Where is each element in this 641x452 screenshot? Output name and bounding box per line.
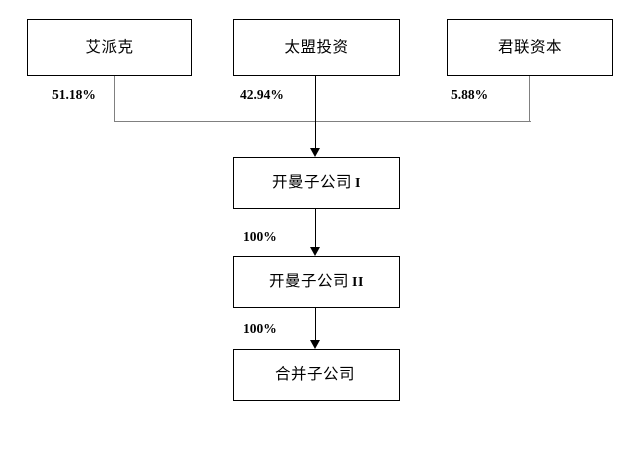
connector-trunk-to-cayman-1	[315, 76, 316, 152]
arrowhead-to-merger	[310, 340, 320, 349]
arrowhead-to-cayman-1	[310, 148, 320, 157]
node-label: 艾派克	[85, 38, 134, 56]
node-shareholder-apex[interactable]: 艾派克	[27, 19, 192, 76]
node-label-numeral: I	[355, 176, 361, 191]
arrowhead-to-cayman-2	[310, 247, 320, 256]
node-label-numeral	[355, 368, 358, 383]
node-label-text: 开曼子公司	[272, 174, 353, 191]
node-label-numeral: II	[352, 275, 364, 290]
connector-drop-apex	[114, 76, 115, 122]
ownership-label-legend: 5.88%	[451, 87, 489, 102]
node-label: 太盟投资	[284, 38, 349, 56]
node-shareholder-pag[interactable]: 太盟投资	[233, 19, 400, 76]
node-shareholder-legend[interactable]: 君联资本	[447, 19, 613, 76]
node-label-text: 合并子公司	[274, 366, 355, 383]
connector-horizontal-bus	[114, 121, 531, 122]
ownership-label-merger: 100%	[243, 321, 277, 336]
ownership-label-pag: 42.94%	[240, 87, 284, 102]
connector-drop-legend	[529, 76, 530, 122]
ownership-label-cayman-2: 100%	[243, 229, 277, 244]
node-label-text: 开曼子公司	[269, 273, 350, 290]
connector-cayman-2-to-merger	[315, 308, 316, 342]
ownership-label-apex: 51.18%	[52, 87, 96, 102]
node-subsidiary-merger[interactable]: 合并子公司	[233, 349, 400, 401]
node-label: 君联资本	[497, 38, 562, 56]
connector-cayman-1-to-cayman-2	[315, 209, 316, 249]
node-label: 合并子公司	[275, 367, 358, 383]
